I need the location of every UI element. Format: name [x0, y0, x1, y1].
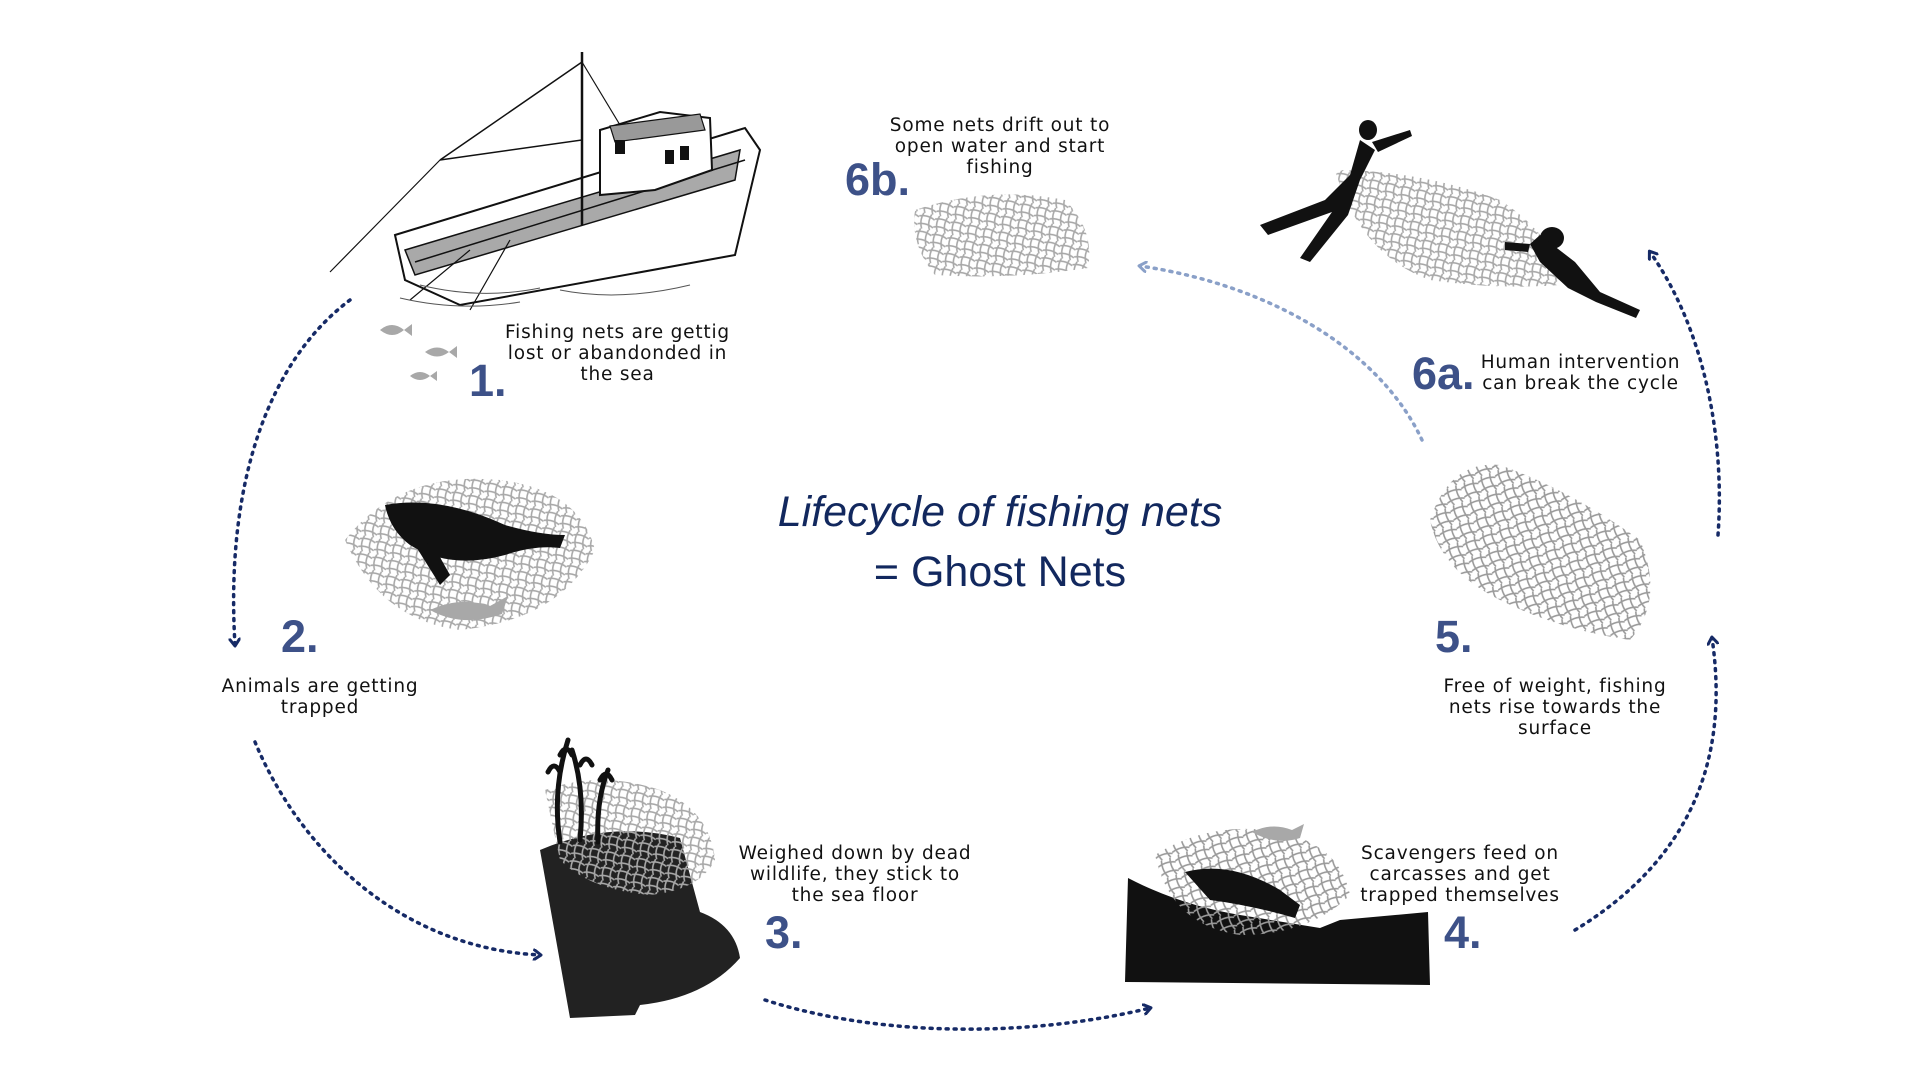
step-4-number: 4.	[1444, 907, 1482, 958]
scavenger-net-icon	[1125, 824, 1430, 985]
step-1-number: 1.	[469, 355, 507, 406]
drifting-net-icon	[914, 194, 1090, 277]
step-4-caption: Scavengers feed on carcasses and get tra…	[1360, 843, 1560, 906]
step-3-number: 3.	[765, 907, 803, 958]
step-3-caption: Weighed down by dead wildlife, they stic…	[738, 843, 972, 906]
whale-in-net-icon	[345, 478, 595, 630]
arrow-3-to-4	[763, 998, 1150, 1031]
step-5-caption: Free of weight, fishing nets rise toward…	[1443, 676, 1667, 739]
step-1-caption: Fishing nets are gettig lost or abandond…	[505, 322, 730, 385]
arrow-2-to-3	[253, 740, 540, 955]
arrow-4-to-5	[1573, 638, 1716, 932]
step-2-number: 2.	[281, 611, 319, 662]
fishing-boat-icon	[329, 52, 762, 381]
step-6a-number: 6a.	[1412, 348, 1475, 399]
step-5-number: 5.	[1435, 611, 1473, 662]
arrow-1-to-2	[234, 298, 352, 645]
diagram-subtitle: = Ghost Nets	[873, 548, 1127, 596]
arrow-5-to-6a	[1650, 252, 1722, 537]
cycle-arrows	[234, 252, 1722, 1031]
step-6a-caption: Human intervention can break the cycle	[1480, 352, 1681, 394]
step-2-caption: Animals are getting trapped	[221, 676, 419, 718]
floating-net-icon	[1430, 464, 1651, 640]
step-6b-number: 6b.	[845, 154, 911, 205]
seafloor-net-icon	[540, 737, 740, 1018]
step-6b-caption: Some nets drift out to open water and st…	[889, 115, 1111, 178]
diagram-title: Lifecycle of fishing nets	[777, 488, 1223, 536]
arrow-5-to-6b	[1140, 266, 1424, 442]
divers-removing-net-icon	[1260, 120, 1640, 318]
